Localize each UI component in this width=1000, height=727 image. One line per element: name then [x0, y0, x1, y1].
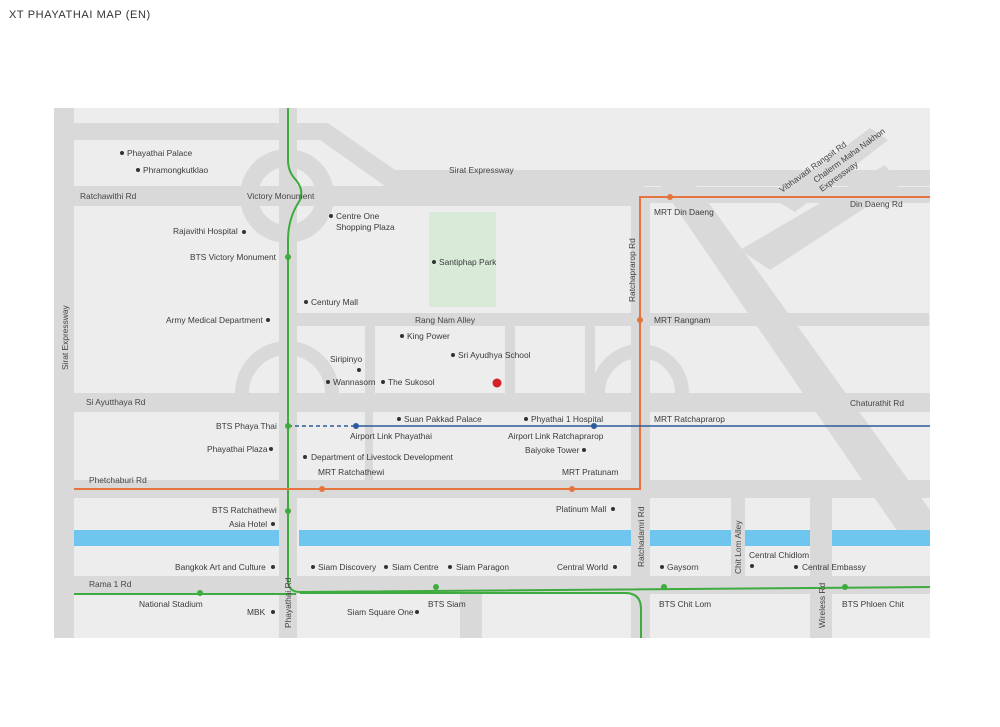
label-gaysorn: Gaysorn	[667, 562, 699, 572]
label-mrt-ratchaprarop: MRT Ratchaprarop	[654, 414, 725, 424]
label-central-embassy: Central Embassy	[802, 562, 867, 572]
road-vibhavadi	[775, 128, 888, 212]
label-mbk: MBK	[247, 607, 266, 617]
label-bts-chit-lom: BTS Chit Lom	[659, 599, 711, 609]
label-bts-ratchathewi: BTS Ratchathewi	[212, 505, 277, 515]
label-century-mall: Century Mall	[311, 297, 358, 307]
label-chit-lom-alley: Chit Lom Alley	[733, 520, 743, 574]
label-chaturathit: Chaturathit Rd	[850, 398, 904, 408]
road-si-ayutthaya	[74, 393, 930, 412]
road-rang-nam	[297, 313, 929, 326]
label-central-chidlom: Central Chidlom	[749, 550, 809, 560]
road-sirat-expressway-vertical	[54, 108, 74, 638]
road-phayathai-south	[460, 594, 482, 638]
label-siam-paragon: Siam Paragon	[456, 562, 509, 572]
label-army-medical: Army Medical Department	[166, 315, 263, 325]
marker-mrt-ratchathewi	[319, 486, 325, 492]
road-minor-3	[585, 326, 595, 393]
label-phayathai-palace: Phayathai Palace	[127, 148, 193, 158]
label-bts-siam: BTS Siam	[428, 599, 466, 609]
label-bts-victory-monument: BTS Victory Monument	[190, 252, 277, 262]
label-victory-monument: Victory Monument	[247, 191, 315, 201]
label-siripinyo: Siripinyo	[330, 354, 362, 364]
marker-bts-phloen-chit	[842, 584, 848, 590]
marker-arl-ratchaprarop	[591, 423, 597, 429]
label-si-ayutthaya: Si Ayutthaya Rd	[86, 397, 146, 407]
label-phetchaburi: Phetchaburi Rd	[89, 475, 147, 485]
label-ratchadamri: Ratchadamri Rd	[636, 506, 646, 567]
label-wannasorn: Wannasorn	[333, 377, 376, 387]
road-minor-2	[505, 326, 515, 393]
label-bangkok-art: Bangkok Art and Culture	[175, 562, 266, 572]
label-rama1: Rama 1 Rd	[89, 579, 132, 589]
marker-mrt-pratunam	[569, 486, 575, 492]
label-arl-ratchaprarop: Airport Link Ratchaprarop	[508, 431, 604, 441]
label-mrt-ratchathewi: MRT Ratchathewi	[318, 467, 384, 477]
label-arl-phayathai: Airport Link Phayathai	[350, 431, 432, 441]
label-suan-pakkad: Suan Pakkad Palace	[404, 414, 482, 424]
label-phramongkutklao: Phramongkutklao	[143, 165, 209, 175]
label-asia-hotel: Asia Hotel	[229, 519, 267, 529]
label-centre-one-2: Shopping Plaza	[336, 222, 395, 232]
label-siam-centre: Siam Centre	[392, 562, 439, 572]
label-siam-square-one: Siam Square One	[347, 607, 414, 617]
station-labels: BTS Victory Monument BTS Phaya Thai BTS …	[190, 207, 905, 609]
marker-mrt-din-daeng	[667, 194, 673, 200]
label-centre-one-1: Centre One	[336, 211, 380, 221]
label-din-daeng: Din Daeng Rd	[850, 199, 903, 209]
label-baiyoke-tower: Baiyoke Tower	[525, 445, 580, 455]
santiphap-park	[429, 212, 496, 307]
label-rajavithi-hospital: Rajavithi Hospital	[173, 226, 238, 236]
label-king-power: King Power	[407, 331, 450, 341]
road-minor-4	[365, 412, 373, 480]
label-mrt-pratunam: MRT Pratunam	[562, 467, 618, 477]
map-title: XT PHAYATHAI MAP (EN)	[9, 9, 151, 21]
road-chalerm-branch	[740, 165, 900, 270]
label-ratchawithi: Ratchawithi Rd	[80, 191, 137, 201]
label-ratchaprarop: Ratchaprarop Rd	[627, 238, 637, 302]
label-phayathai-plaza: Phayathai Plaza	[207, 444, 268, 454]
label-national-stadium: National Stadium	[139, 599, 203, 609]
marker-bts-ratchathewi	[285, 508, 291, 514]
road-chalerm-expressway	[650, 170, 930, 535]
marker-bts-victory-monument	[285, 254, 291, 260]
station-markers	[197, 194, 848, 596]
marker-bts-chit-lom	[661, 584, 667, 590]
marker-bts-national-stadium	[197, 590, 203, 596]
label-siam-discovery: Siam Discovery	[318, 562, 377, 572]
marker-arl-phayathai	[353, 423, 359, 429]
label-rang-nam: Rang Nam Alley	[415, 315, 476, 325]
label-mrt-rangnam: MRT Rangnam	[654, 315, 711, 325]
label-the-sukosol: The Sukosol	[388, 377, 435, 387]
marker-bts-siam	[433, 584, 439, 590]
label-phayathai-rd: Phayathai Rd	[283, 577, 293, 628]
road-ratchawithi	[74, 186, 644, 206]
label-wireless-rd: Wireless Rd	[817, 583, 827, 628]
marker-bts-phaya-thai	[285, 423, 291, 429]
label-mrt-din-daeng: MRT Din Daeng	[654, 207, 714, 217]
road-ratchadamri	[631, 498, 650, 638]
label-dept-livestock: Department of Livestock Development	[311, 452, 454, 462]
label-sirat-expressway-top: Sirat Expressway	[449, 165, 515, 175]
label-sirat-expressway-vertical: Sirat Expressway	[60, 304, 70, 370]
road-minor-1	[365, 326, 375, 393]
label-bts-phaya-thai: BTS Phaya Thai	[216, 421, 277, 431]
project-location-marker	[492, 378, 502, 388]
mrt-line	[74, 196, 930, 490]
place-labels: Phayathai Palace Phramongkutklao Centre …	[120, 148, 867, 617]
label-bts-phloen-chit: BTS Phloen Chit	[842, 599, 905, 609]
label-phyathai1-hospital: Phyathai 1 Hospital	[531, 414, 603, 424]
road-chit-lom-alley	[731, 498, 745, 576]
label-central-world: Central World	[557, 562, 608, 572]
label-sri-ayudhya-school: Sri Ayudhya School	[458, 350, 531, 360]
canal	[74, 530, 930, 546]
marker-mrt-rangnam	[637, 317, 643, 323]
label-santiphap-park: Santiphap Park	[439, 257, 497, 267]
road-wireless	[810, 498, 832, 638]
bts-line	[74, 108, 931, 638]
label-platinum-mall: Platinum Mall	[556, 504, 606, 514]
